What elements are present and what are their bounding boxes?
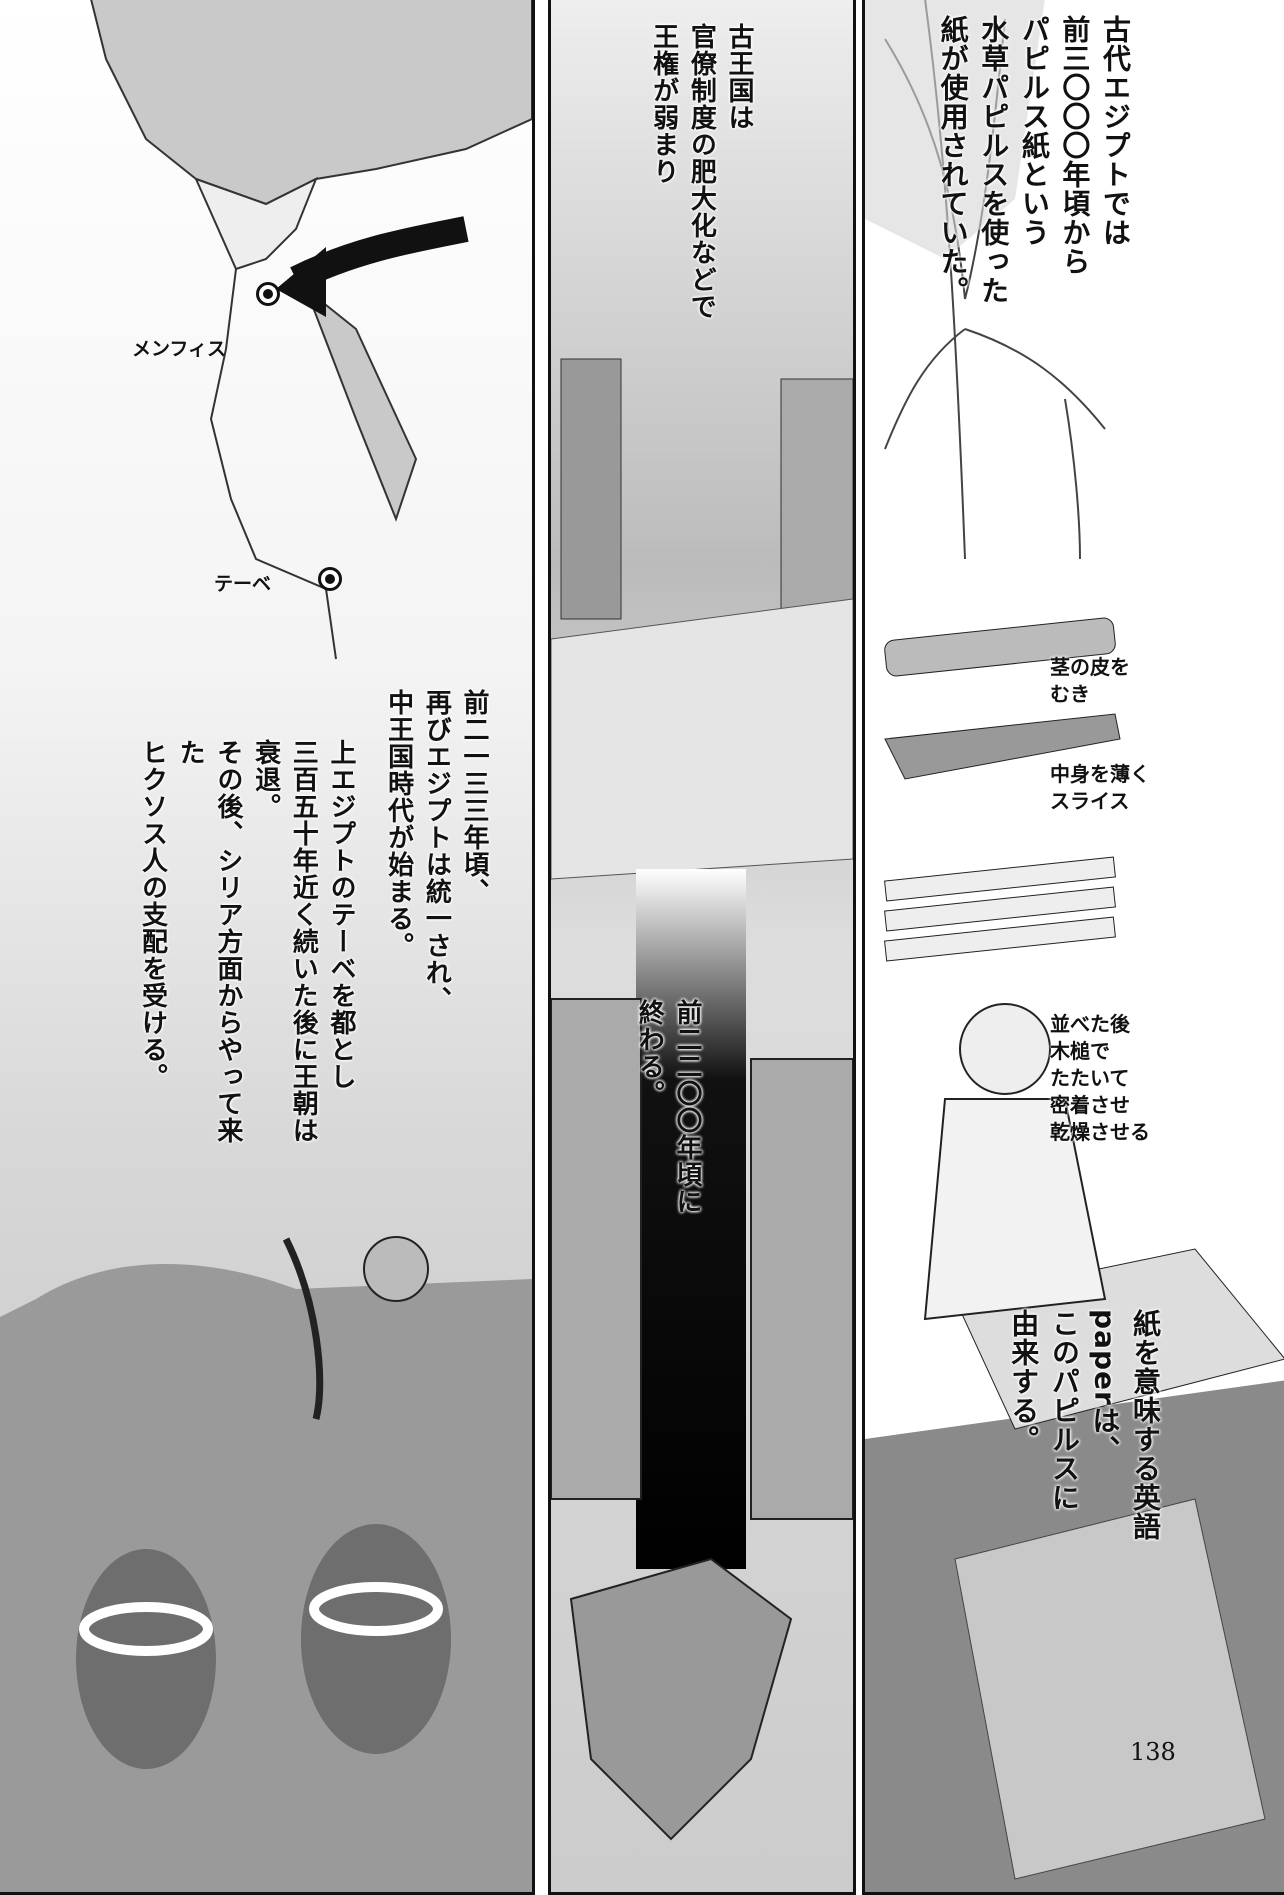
papyrus-process-illustration [865, 0, 1284, 1892]
panel-papyrus-making: 古代エジプトでは 前三〇〇〇年頃から パピルス紙という 水草パピルスを使った 紙… [862, 0, 1284, 1895]
panel-map-middle-kingdom: メンフィス テーベ 前二一三三年頃、 再びエジプトは統一され、 中王国時代が始ま… [0, 0, 535, 1895]
narration-paper-etymology: 紙を意味する英語 paperは、 このパピルスに 由来する。 [1007, 1309, 1162, 1541]
page-number: 138 [1130, 1738, 1176, 1766]
map-label-thebes: テーベ [214, 573, 272, 595]
thebes-marker-icon [318, 567, 342, 591]
ruins-illustration [551, 0, 853, 1892]
step-peel-stem: 茎の皮を むき [1050, 655, 1130, 706]
step-slice-pith: 中身を薄く スライス [1050, 762, 1150, 813]
step-press-and-dry: 並べた後 木槌で たたいて 密着させ 乾燥させる [1050, 1012, 1150, 1144]
map-label-memphis: メンフィス [132, 338, 227, 360]
narration-papyrus-intro: 古代エジプトでは 前三〇〇〇年頃から パピルス紙という 水草パピルスを使った 紙… [936, 15, 1132, 305]
narration-old-kingdom-end: 前二二〇〇年頃に 終わる。 [634, 999, 702, 1215]
panel-old-kingdom-ruins: 古王国は 官僚制度の肥大化などで 王権が弱まり 前二二〇〇年頃に 終わる。 [548, 0, 856, 1895]
memphis-marker-icon [256, 282, 280, 306]
egypt-map-illustration [0, 0, 532, 1892]
narration-middle-kingdom: 前二一三三年頃、 再びエジプトは統一され、 中王国時代が始まる。 上エジプトのテ… [137, 689, 490, 1144]
narration-old-kingdom-decline: 古王国は 官僚制度の肥大化などで 王権が弱まり [648, 23, 754, 320]
